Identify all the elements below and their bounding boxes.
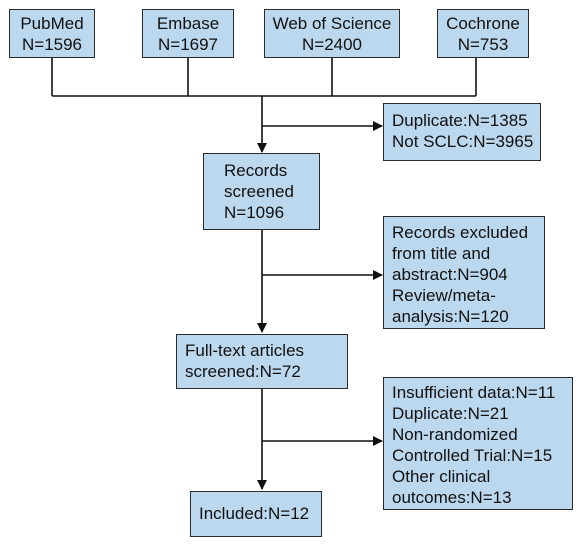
records-screened-box: Records screened N=1096: [203, 153, 320, 230]
exclusion-line: Non-randomized: [392, 425, 518, 444]
source-count: N=753: [457, 35, 509, 54]
source-name: Embase: [156, 14, 220, 33]
included-box: Included:N=12: [190, 491, 322, 537]
exclusion-line: Other clinical: [392, 467, 491, 486]
source-box-pubmed: PubMed N=1596: [9, 9, 95, 58]
exclusion-line: Not SCLC:N=3965: [392, 132, 534, 151]
source-count: N=1596: [21, 35, 83, 54]
exclusion-line: Controlled Trial:N=15: [392, 446, 553, 465]
source-box-embase: Embase N=1697: [142, 9, 234, 58]
source-name: Web of Science: [272, 14, 392, 33]
fulltext-line: screened:N=72: [185, 362, 301, 381]
source-count: N=1697: [157, 35, 219, 54]
fulltext-box: Full-text articles screened:N=72: [176, 334, 348, 389]
source-name: PubMed: [20, 14, 84, 33]
exclusion-line: Insufficient data:N=11: [392, 383, 556, 402]
exclusion-line: Records excluded: [392, 223, 529, 242]
exclusion-line: from title and: [392, 244, 491, 263]
exclusion-line: Duplicate:N=1385: [392, 111, 528, 130]
exclusion-box-fulltext: Insufficient data:N=11 Duplicate:N=21 No…: [383, 377, 573, 510]
source-box-cochrone: Cochrone N=753: [437, 9, 529, 58]
source-count: N=2400: [301, 35, 363, 54]
records-screened-line: Records: [224, 161, 288, 180]
exclusion-line: Review/meta-: [392, 286, 496, 305]
exclusion-line: outcomes:N=13: [392, 488, 512, 507]
records-screened-line: screened: [224, 182, 294, 201]
exclusion-box-duplicates: Duplicate:N=1385 Not SCLC:N=3965: [383, 103, 541, 161]
included-label: Included:N=12: [199, 504, 310, 523]
exclusion-box-title-abstract: Records excluded from title and abstract…: [383, 216, 545, 329]
fulltext-line: Full-text articles: [185, 341, 305, 360]
exclusion-line: abstract:N=904: [392, 265, 508, 284]
source-box-web-of-science: Web of Science N=2400: [264, 9, 400, 58]
exclusion-line: analysis:N=120: [392, 307, 509, 326]
source-name: Cochrone: [446, 14, 520, 33]
records-screened-line: N=1096: [224, 203, 285, 222]
exclusion-line: Duplicate:N=21: [392, 404, 509, 423]
